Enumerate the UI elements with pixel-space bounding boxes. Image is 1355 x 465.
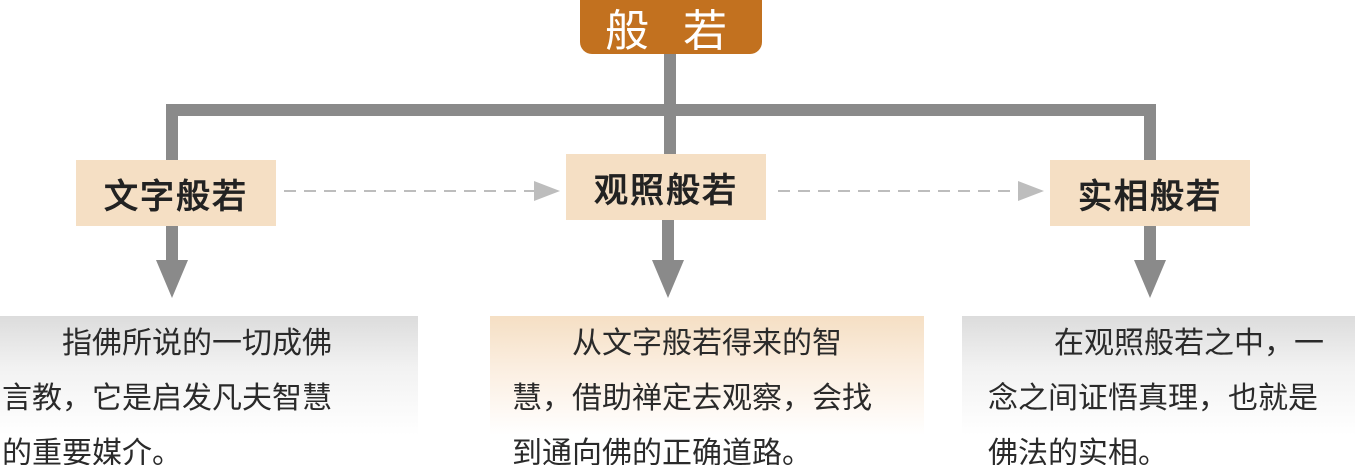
- node-shixiang: 实相般若: [1050, 160, 1250, 226]
- desc-line: 在观照般若之中，一: [1054, 326, 1324, 361]
- down-arrow-shaft-3: [1144, 226, 1156, 262]
- down-arrow-head-2: [652, 260, 684, 298]
- down-arrow-head-1: [156, 260, 188, 298]
- desc-line: 指佛所说的一切成佛: [62, 326, 332, 361]
- desc-line: 到通向佛的正确道路。: [512, 436, 812, 465]
- desc-line: 佛法的实相。: [988, 436, 1168, 465]
- dashed-arrow-head-2: [1018, 181, 1044, 201]
- dashed-arrow-head-1: [534, 181, 560, 201]
- desc-line: 念之间证悟真理，也就是: [988, 381, 1318, 416]
- desc-line: 的重要媒介。: [2, 436, 182, 465]
- desc-line: 慧，借助禅定去观察，会找: [512, 381, 872, 416]
- desc-wenzi: 指佛所说的一切成佛 言教，它是启发凡夫智慧 的重要媒介。: [0, 316, 418, 465]
- desc-guanzhao: 从文字般若得来的智 慧，借助禅定去观察，会找 到通向佛的正确道路。: [490, 316, 924, 465]
- branch-left: [166, 104, 178, 166]
- node-label: 文字般若: [104, 176, 248, 217]
- node-guanzhao: 观照般若: [566, 154, 766, 220]
- node-label: 观照般若: [594, 170, 738, 211]
- down-arrow-head-3: [1134, 260, 1166, 298]
- node-label: 实相般若: [1078, 176, 1222, 217]
- root-node: 般 若: [580, 0, 762, 57]
- down-arrow-shaft-2: [662, 220, 674, 262]
- root-label: 般 若: [605, 6, 737, 57]
- branch-right: [1144, 104, 1156, 166]
- node-wenzi: 文字般若: [76, 160, 276, 226]
- desc-line: 从文字般若得来的智: [572, 326, 842, 361]
- horizontal-bar: [166, 104, 1156, 116]
- down-arrow-shaft-1: [166, 226, 178, 262]
- desc-line: 言教，它是启发凡夫智慧: [2, 381, 332, 416]
- desc-shixiang: 在观照般若之中，一 念之间证悟真理，也就是 佛法的实相。: [962, 316, 1355, 465]
